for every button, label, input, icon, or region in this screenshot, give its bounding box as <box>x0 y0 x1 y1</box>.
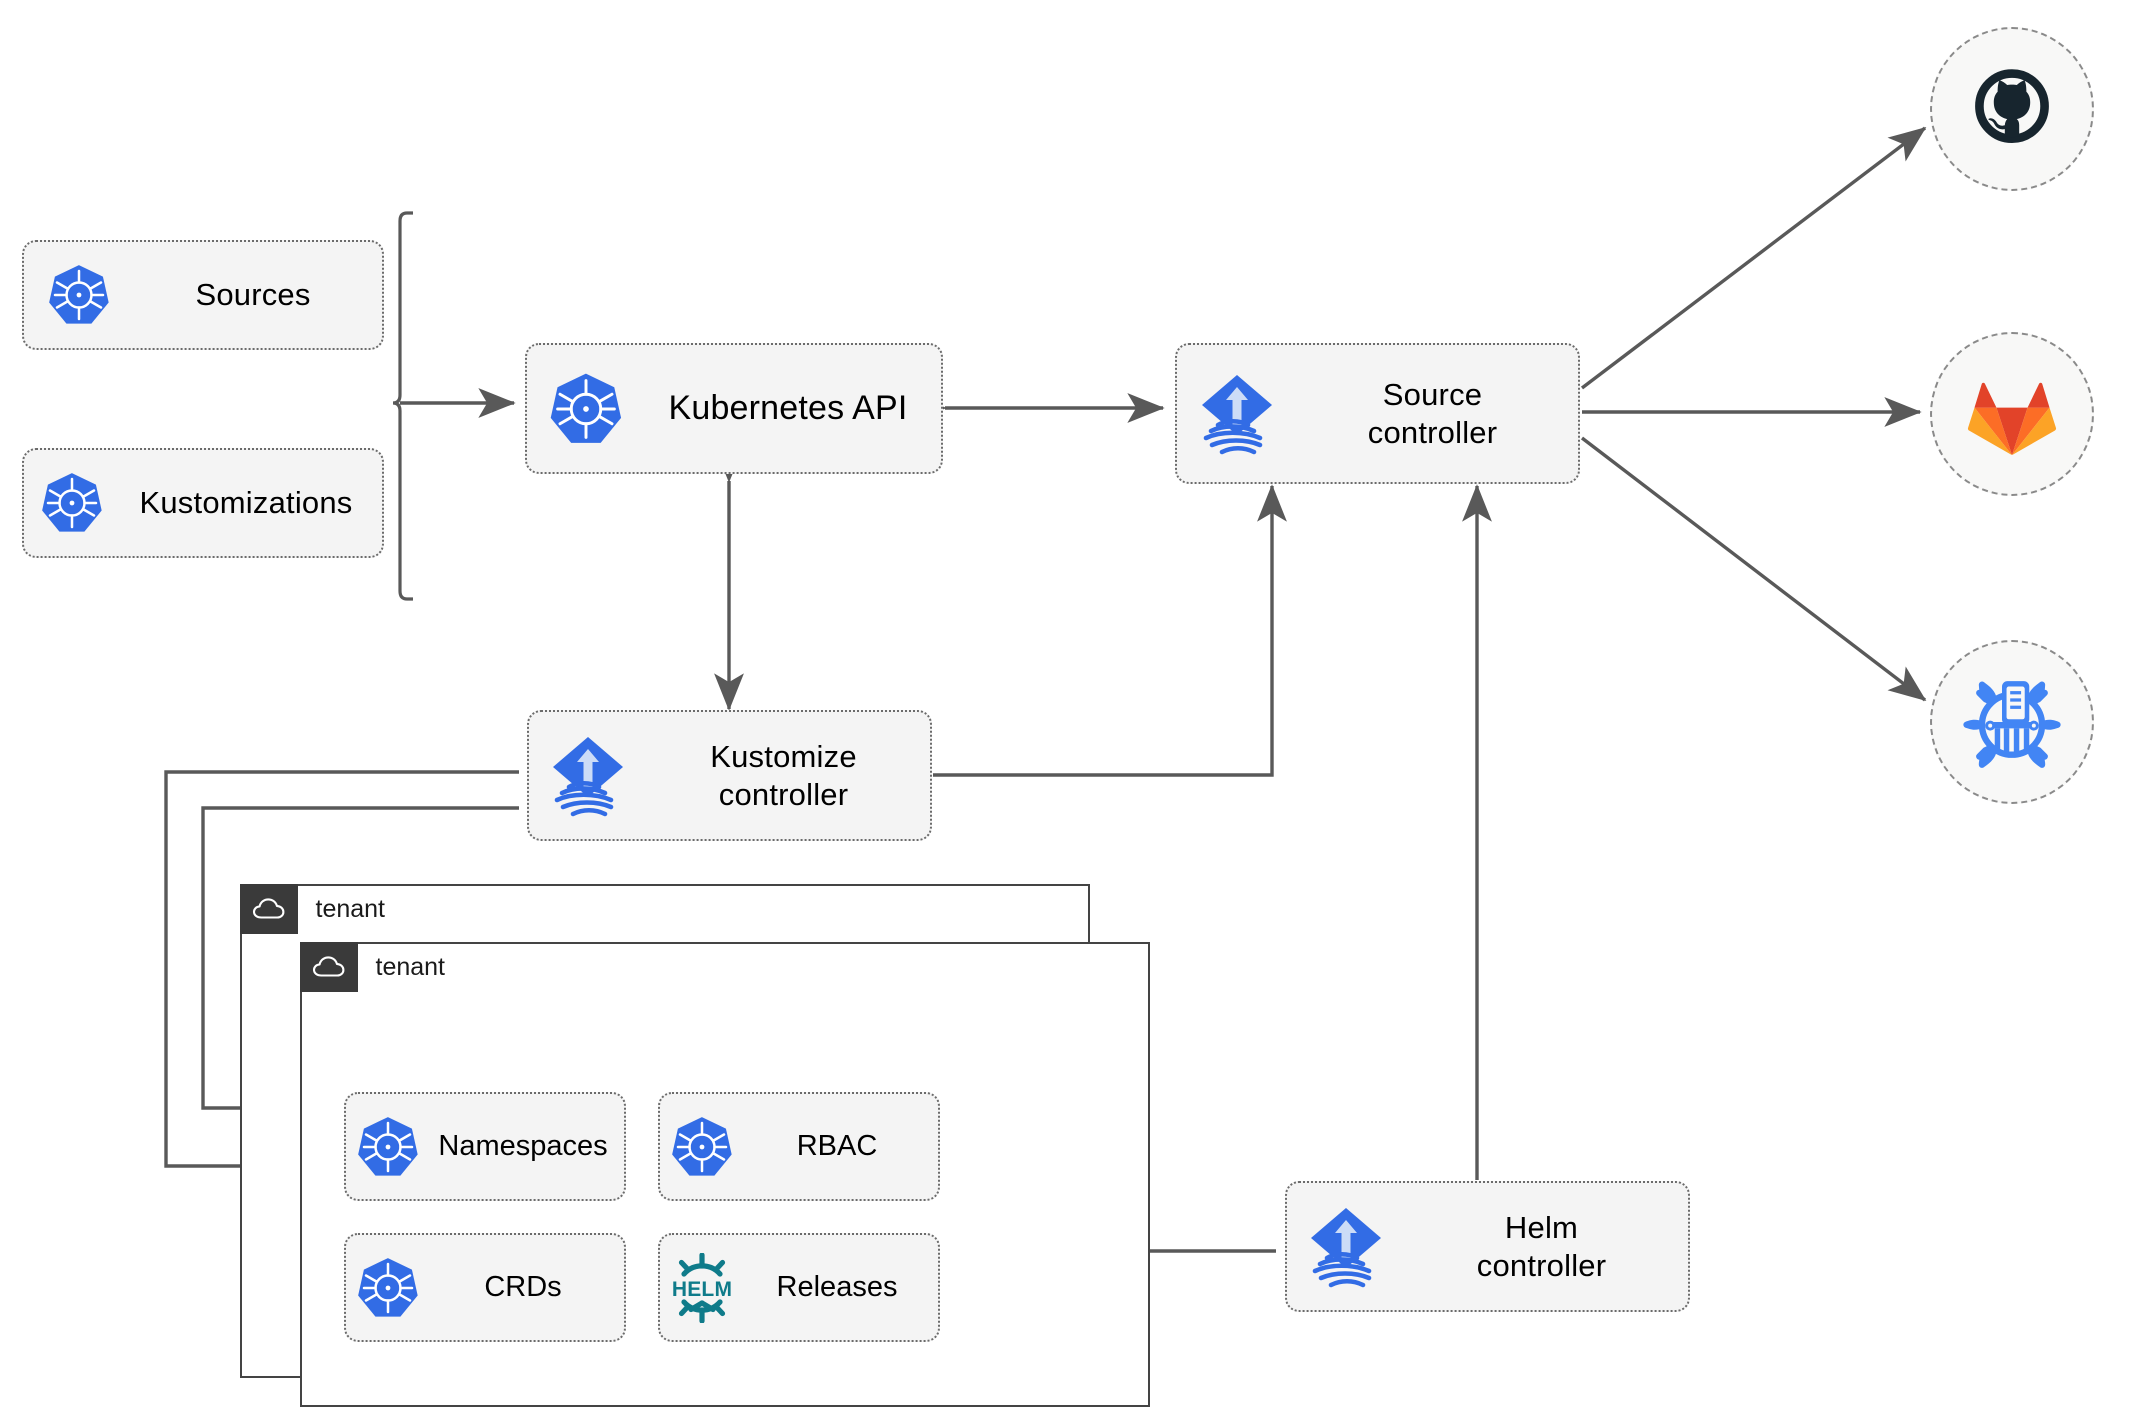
flux-icon <box>1177 369 1297 459</box>
provider-helm-repository[interactable] <box>1930 640 2094 804</box>
github-icon <box>1975 69 2049 144</box>
node-label: Kustomizations <box>139 485 353 521</box>
resource-crds[interactable]: CRDs <box>344 1233 626 1342</box>
helm-repository-icon <box>1963 681 2061 768</box>
tenant-label: tenant <box>315 894 386 923</box>
edge-sourcectl-helmrepo <box>1580 436 1927 702</box>
tenant-container-front[interactable]: tenant <box>299 941 1150 1407</box>
svg-text:HELM: HELM <box>672 1278 732 1301</box>
helm-icon: HELM <box>660 1252 744 1323</box>
edge-sourcectl-github <box>1580 126 1927 390</box>
node-source-controller[interactable]: Source controller <box>1175 343 1580 484</box>
resource-namespaces[interactable]: Namespaces <box>344 1092 626 1201</box>
resource-label: RBAC <box>796 1130 878 1162</box>
resource-releases[interactable]: HELM Releases <box>658 1233 940 1342</box>
provider-github[interactable] <box>1930 27 2094 191</box>
node-label: Source controller <box>1367 376 1498 450</box>
flux-icon <box>1287 1202 1405 1292</box>
flux-icon <box>529 731 647 821</box>
node-label: Kubernetes API <box>668 388 908 427</box>
node-label: Sources <box>195 277 311 313</box>
node-label: Helm controller <box>1476 1209 1607 1283</box>
kubernetes-icon <box>660 1114 744 1180</box>
tenant-title-bar: tenant <box>239 883 386 934</box>
node-helm-controller[interactable]: Helm controller <box>1285 1181 1690 1312</box>
kubernetes-icon <box>24 470 120 536</box>
resource-rbac[interactable]: RBAC <box>658 1092 940 1201</box>
kubernetes-icon <box>346 1255 430 1321</box>
node-sources[interactable]: Sources <box>22 240 384 350</box>
tenant-resource-grid: Namespaces <box>344 1092 940 1342</box>
edge-kustomizectl-sourcectl <box>933 484 1287 777</box>
edge-kustomizectl-tenant-back <box>164 770 519 1181</box>
resource-label: Releases <box>776 1271 898 1303</box>
cloud-icon <box>299 941 358 992</box>
kubernetes-icon <box>527 370 645 448</box>
kubernetes-icon <box>346 1114 430 1180</box>
node-kubernetes-api[interactable]: Kubernetes API <box>525 343 943 474</box>
resource-label: CRDs <box>484 1271 562 1303</box>
tenant-label: tenant <box>375 952 446 981</box>
tenant-title-bar: tenant <box>299 941 446 992</box>
resource-label: Namespaces <box>438 1130 608 1162</box>
gitlab-icon <box>1967 382 2057 456</box>
edge-bracket <box>392 211 413 601</box>
provider-gitlab[interactable] <box>1930 332 2094 496</box>
node-label: Kustomize controller <box>710 738 857 812</box>
kubernetes-icon <box>24 262 134 328</box>
node-kustomizations[interactable]: Kustomizations <box>22 448 384 558</box>
cloud-icon <box>239 883 298 934</box>
node-kustomize-controller[interactable]: Kustomize controller <box>527 710 932 841</box>
